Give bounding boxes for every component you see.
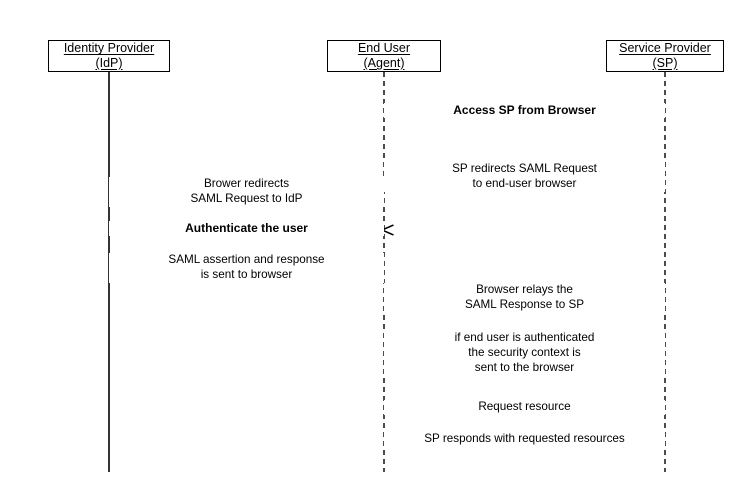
message-label-line: SAML assertion and response (168, 253, 325, 266)
message-label-line: to end-user browser (472, 176, 577, 190)
message-label-line: Request resource (478, 400, 571, 413)
message-label-line: if end user is authenticated (454, 331, 595, 344)
participant-box-sp: Service Provider(SP) (606, 40, 724, 72)
message-label-m1: Access SP from Browser (384, 103, 665, 119)
message-label-line: Brower redirects (203, 177, 290, 190)
participant-name-line2: (SP) (652, 56, 678, 70)
message-label-line: SP redirects SAML Request (452, 162, 597, 175)
message-label-m9: SP responds with requested resources (384, 432, 665, 447)
message-label-m4: Authenticate the user (109, 221, 384, 237)
message-label-line: Browser relays the (476, 283, 573, 296)
participant-box-idp: Identity Provider(IdP) (48, 40, 170, 72)
participant-name-line2: (Agent) (363, 56, 405, 70)
message-label-m8: Request resource (384, 400, 665, 415)
participant-name-line1: End User (357, 41, 411, 56)
participant-box-enduser: End User(Agent) (327, 40, 441, 72)
message-label-line: SAML Response to SP (464, 297, 585, 311)
message-label-line: is sent to browser (200, 267, 293, 281)
participant-name-line1: Service Provider (619, 41, 711, 56)
message-label-line: the security context is (468, 345, 581, 359)
message-label-line: Authenticate the user (185, 221, 308, 235)
participant-name-line1: Identity Provider (63, 41, 155, 56)
message-label-line: SP responds with requested resources (424, 432, 625, 445)
message-label-line: Access SP from Browser (453, 103, 596, 117)
participant-name-line2: (IdP) (95, 56, 123, 70)
message-label-line: SAML Request to IdP (190, 191, 303, 205)
message-label-line: sent to the browser (474, 360, 575, 374)
